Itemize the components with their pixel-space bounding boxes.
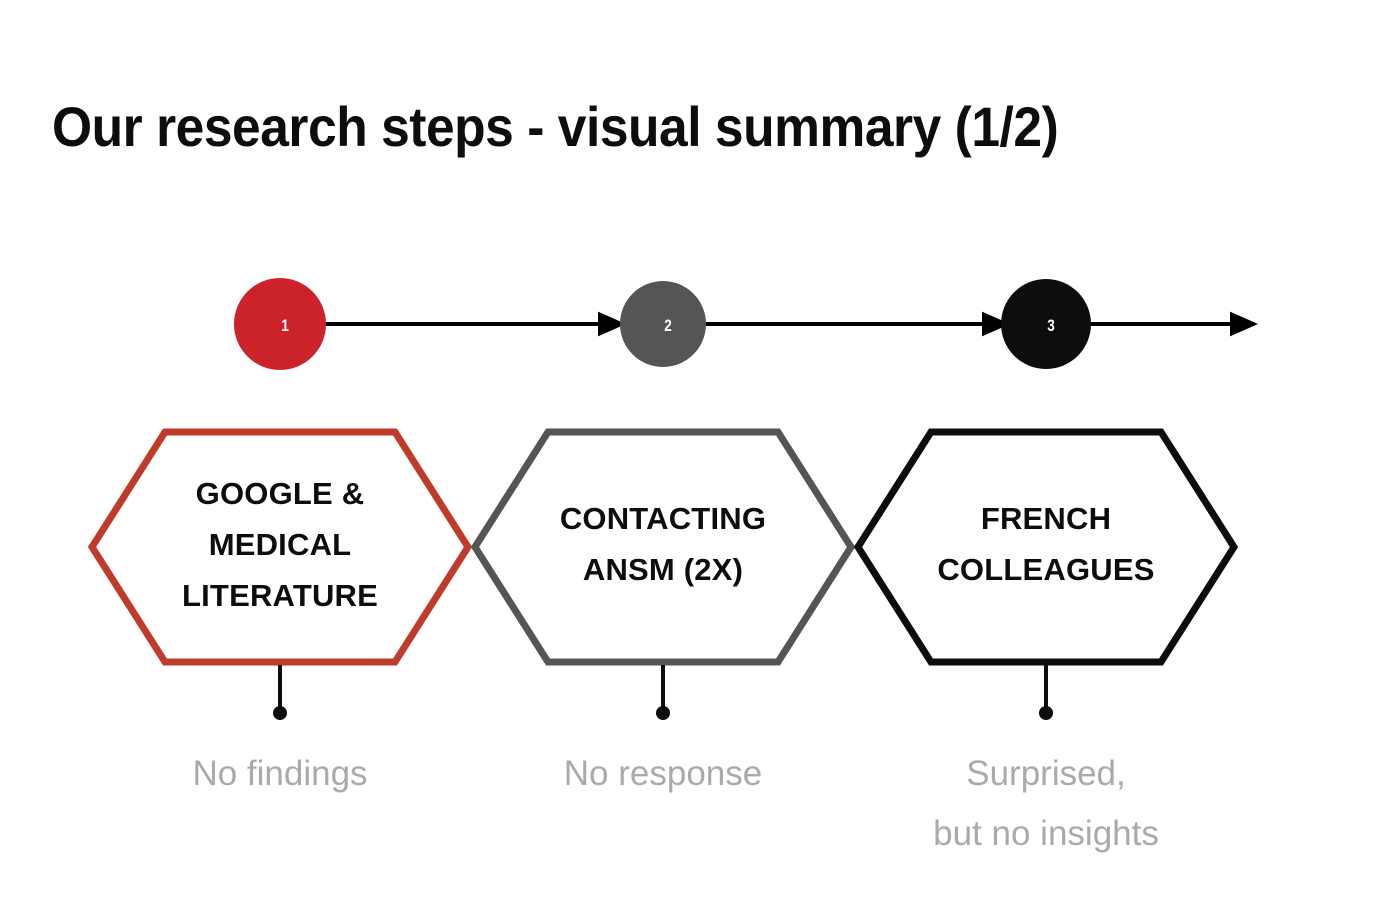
stage-hexagon-contacting-ansm[interactable] xyxy=(470,428,856,666)
timeline-step-circle-2[interactable] xyxy=(620,281,706,367)
timeline-step-circle-1[interactable] xyxy=(234,278,326,370)
timeline-step-number-2: 2 xyxy=(664,316,672,335)
timeline-step-number-1: 1 xyxy=(281,316,289,335)
stage-label-line: GOOGLE & xyxy=(195,476,365,511)
stage-outcome-line: Surprised, xyxy=(966,754,1126,793)
stage-label-line: ANSM (2X) xyxy=(582,552,744,587)
stage-label-line: CONTACTING xyxy=(559,501,767,536)
stage-hexagon-french-colleagues[interactable] xyxy=(853,428,1239,666)
page-title: Our research steps - visual summary (1/2… xyxy=(52,95,1059,158)
stage-hexagon-google-medical-literature[interactable] xyxy=(87,428,473,666)
stage-connector-dot-1 xyxy=(273,706,287,720)
stage-connector-dot-3 xyxy=(1039,706,1053,720)
timeline-step-number-3: 3 xyxy=(1047,316,1055,335)
stage-label-french-colleagues: FRENCH COLLEAGUES xyxy=(881,493,1211,595)
stage-outcome-line: No response xyxy=(563,754,763,793)
stage-label-google-medical-literature: GOOGLE & MEDICAL LITERATURE xyxy=(115,468,445,621)
stage-outcome-line: but no insights xyxy=(933,814,1159,853)
stage-label-line: FRENCH xyxy=(980,501,1112,536)
timeline-step-circle-3[interactable] xyxy=(1001,279,1091,369)
stage-outcome-line: No findings xyxy=(192,754,368,793)
stage-label-line: LITERATURE xyxy=(181,578,379,613)
stage-label-line: COLLEAGUES xyxy=(937,552,1155,587)
stage-connector-dot-2 xyxy=(656,706,670,720)
stage-outcome-french-colleagues: Surprised, but no insights xyxy=(856,744,1236,864)
stage-outcome-google-medical-literature: No findings xyxy=(90,744,470,804)
stage-label-line: MEDICAL xyxy=(208,527,352,562)
stage-outcome-contacting-ansm: No response xyxy=(473,744,853,804)
stage-label-contacting-ansm: CONTACTING ANSM (2X) xyxy=(498,493,828,595)
